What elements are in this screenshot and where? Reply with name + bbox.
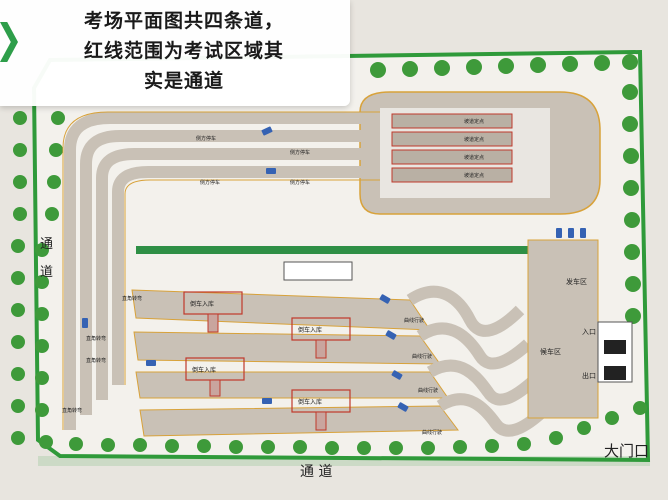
tree-row-bottom [39,401,647,455]
slope-lanes [391,113,513,183]
caption-line-3: 实是通道 [143,70,224,92]
diagonal-lanes [131,289,459,437]
caption-panel: 考场平面图共四条道， 红线范围为考试区域其 实是通道 [0,0,350,106]
track-lanes [64,112,380,430]
main-gate-label: 大门口 [604,442,649,460]
track-edges [62,111,380,430]
side-park-label-c: 侧方停车 [200,179,220,186]
side-park-label-a: 侧方停车 [196,135,216,142]
chevron-right-icon [0,22,18,62]
road-left-label-2: 道 [40,265,53,280]
angle-label-c: 直角转弯 [62,407,82,414]
side-park-label-b: 侧方停车 [290,149,310,156]
caption-line-2: 红线范围为考试区域其 [83,40,284,62]
waiting-grid [604,340,626,380]
angle-label-d: 直角转弯 [122,295,142,302]
side-park-label-d: 侧方停车 [290,179,310,186]
parking-label-c: 倒车入库 [192,366,216,374]
waiting-area-label: 候车区 [540,347,561,356]
tree-row-top [370,54,638,78]
curve-label-b: 曲线行驶 [412,353,432,360]
slope-label-c: 坡道定点 [464,154,484,161]
cars [82,126,586,412]
exit-label: 出口 [582,371,596,380]
angle-label-a: 直角转弯 [86,357,106,364]
curve-label-c: 曲线行驶 [418,387,438,394]
tree-row-right [622,84,641,324]
center-building [283,261,353,281]
green-strip [136,246,552,254]
road-left-label-1: 通 [40,237,53,252]
parking-label-d: 倒车入库 [298,398,322,406]
caption-line-1: 考场平面图共四条道， [83,10,284,32]
tree-row-left [11,111,65,445]
curve-roads [406,285,544,437]
road-bottom-label: 通 道 [300,464,332,480]
parking-stubs [207,313,327,431]
slope-label-b: 坡道定点 [464,136,484,143]
dispatch-area [527,239,599,419]
parking-label-a: 倒车入库 [190,300,214,308]
curve-label-a: 曲线行驶 [404,317,424,324]
exit-area-label: 发车区 [566,277,587,286]
slope-label-a: 坡道定点 [464,118,484,125]
parking-label-b: 倒车入库 [298,326,322,334]
curve-label-d: 曲线行驶 [422,429,442,436]
entrance-label: 入口 [582,328,596,336]
angle-label-b: 直角转弯 [86,335,106,342]
slope-label-d: 坡道定点 [464,172,484,179]
